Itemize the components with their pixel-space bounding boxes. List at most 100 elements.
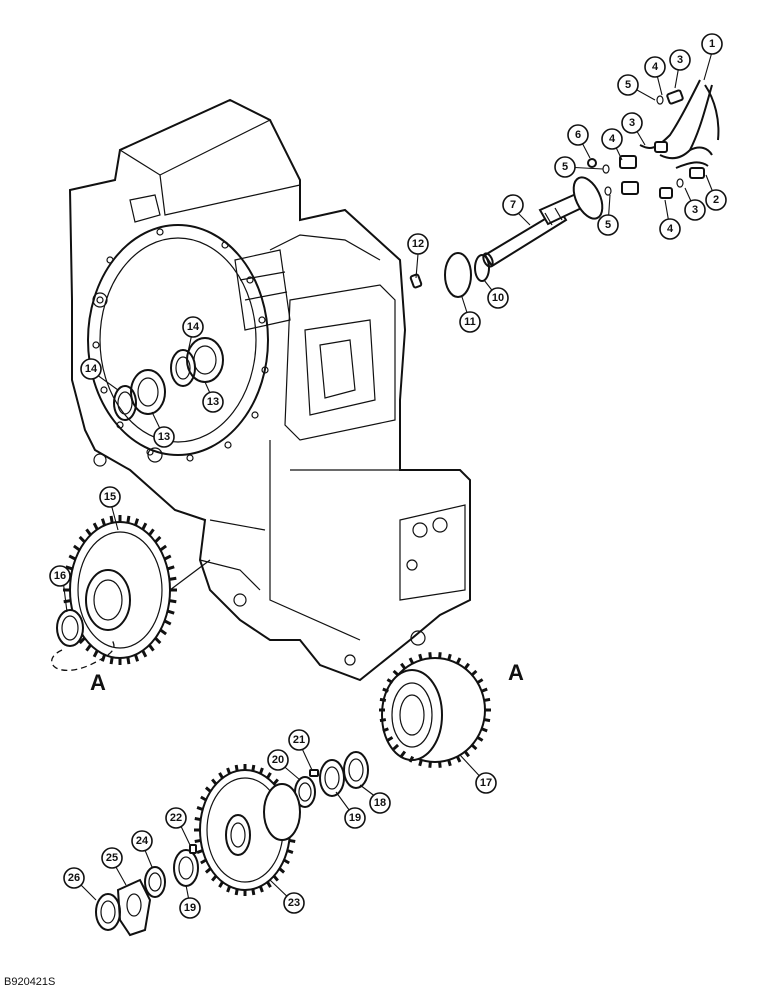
gear-tooth: [65, 565, 73, 571]
gear-tooth: [218, 772, 224, 779]
callout-4: 4: [659, 218, 681, 240]
gear-tooth: [167, 565, 175, 571]
gear-tooth: [408, 657, 415, 665]
svg-text:5: 5: [562, 161, 568, 173]
callout-5: 5: [597, 214, 619, 236]
callout-14: 14: [80, 358, 102, 380]
gear-tooth: [483, 697, 491, 702]
gear-tooth: [169, 599, 177, 604]
gear-tooth: [418, 653, 423, 661]
gear-tooth: [392, 743, 400, 751]
gear-assembly-15: [51, 515, 211, 671]
callout-5: 5: [617, 74, 639, 96]
gear-tooth: [289, 838, 296, 843]
svg-text:13: 13: [158, 431, 170, 443]
svg-text:12: 12: [412, 238, 424, 250]
gear-tooth: [455, 755, 462, 763]
gear-tooth: [85, 644, 92, 652]
gear-tooth: [382, 687, 389, 693]
svg-text:25: 25: [106, 852, 118, 864]
callout-26: 26: [63, 867, 85, 889]
callout-21: 21: [288, 729, 310, 751]
gear-tooth: [470, 743, 478, 751]
callout-7: 7: [502, 194, 524, 216]
gear-tooth: [92, 649, 99, 658]
svg-text:7: 7: [510, 199, 516, 211]
gear-tooth: [483, 718, 491, 723]
callout-3: 3: [621, 112, 643, 134]
gear-tooth: [73, 544, 81, 552]
gear-tooth: [258, 885, 264, 893]
callout-10: 10: [487, 287, 509, 309]
gear-tooth: [408, 755, 415, 763]
callout-4: 4: [601, 128, 623, 150]
callout-4: 4: [644, 56, 666, 78]
callout-25: 25: [101, 847, 123, 869]
svg-text:1: 1: [709, 38, 715, 50]
gear-tooth: [148, 528, 155, 536]
svg-text:5: 5: [625, 79, 631, 91]
svg-text:4: 4: [667, 223, 674, 235]
callout-3: 3: [669, 49, 691, 71]
svg-text:2: 2: [713, 194, 719, 206]
gear-tooth: [100, 518, 106, 526]
callout-6: 6: [567, 124, 589, 146]
svg-text:16: 16: [54, 570, 66, 582]
callout-5: 5: [554, 156, 576, 178]
gear-tooth: [481, 687, 488, 693]
svg-text:15: 15: [104, 491, 116, 503]
gear-tooth: [447, 759, 452, 767]
svg-text:17: 17: [480, 777, 492, 789]
gear-tooth: [476, 678, 484, 684]
svg-text:14: 14: [187, 321, 200, 333]
gear-tooth: [386, 736, 394, 742]
reference-label-upper: A: [508, 660, 524, 685]
gear-tooth: [154, 535, 162, 543]
gear-tooth: [167, 609, 175, 615]
callout-3: 3: [684, 199, 706, 221]
svg-text:23: 23: [288, 897, 300, 909]
gear-tooth: [218, 881, 224, 888]
callout-13: 13: [202, 391, 224, 413]
callout-19: 19: [179, 897, 201, 919]
gear-tooth: [234, 888, 239, 896]
gear-tooth: [272, 778, 279, 786]
gear-tooth: [266, 881, 272, 888]
transmission-housing: [68, 98, 471, 682]
gear-assembly-23: [194, 764, 301, 896]
svg-text:13: 13: [207, 396, 219, 408]
callout-16: 16: [49, 565, 71, 587]
svg-text:10: 10: [492, 292, 504, 304]
callout-15: 15: [99, 486, 121, 508]
gear-tooth: [382, 727, 389, 733]
gear-tooth: [428, 652, 432, 659]
callout-22: 22: [165, 807, 187, 829]
gear-tooth: [463, 662, 470, 670]
svg-text:19: 19: [184, 902, 196, 914]
gear-tooth: [455, 657, 462, 665]
port-fittings: [587, 95, 684, 196]
washers-lower: [95, 844, 199, 937]
gear-tooth: [266, 772, 272, 779]
part-callouts: 1 2 3 3 3 4 4 4 5 5 5 6 7 10 11 12 13 13…: [49, 33, 727, 919]
svg-text:14: 14: [85, 363, 98, 375]
svg-text:22: 22: [170, 812, 182, 824]
svg-text:4: 4: [652, 61, 659, 73]
svg-text:20: 20: [272, 754, 284, 766]
gear-tooth: [154, 637, 162, 645]
svg-text:24: 24: [136, 835, 149, 847]
output-shaft: [482, 176, 604, 268]
svg-text:3: 3: [692, 204, 698, 216]
callout-12: 12: [407, 233, 429, 255]
gear-tooth: [78, 637, 86, 645]
callout-1: 1: [701, 33, 723, 55]
gear-tooth: [134, 654, 140, 662]
gear-tooth: [159, 544, 167, 552]
callout-14: 14: [182, 316, 204, 338]
gear-tooth: [63, 599, 71, 604]
callout-19: 19: [344, 807, 366, 829]
callout-18: 18: [369, 792, 391, 814]
gear-tooth: [392, 669, 400, 677]
gear-tooth: [200, 795, 207, 802]
